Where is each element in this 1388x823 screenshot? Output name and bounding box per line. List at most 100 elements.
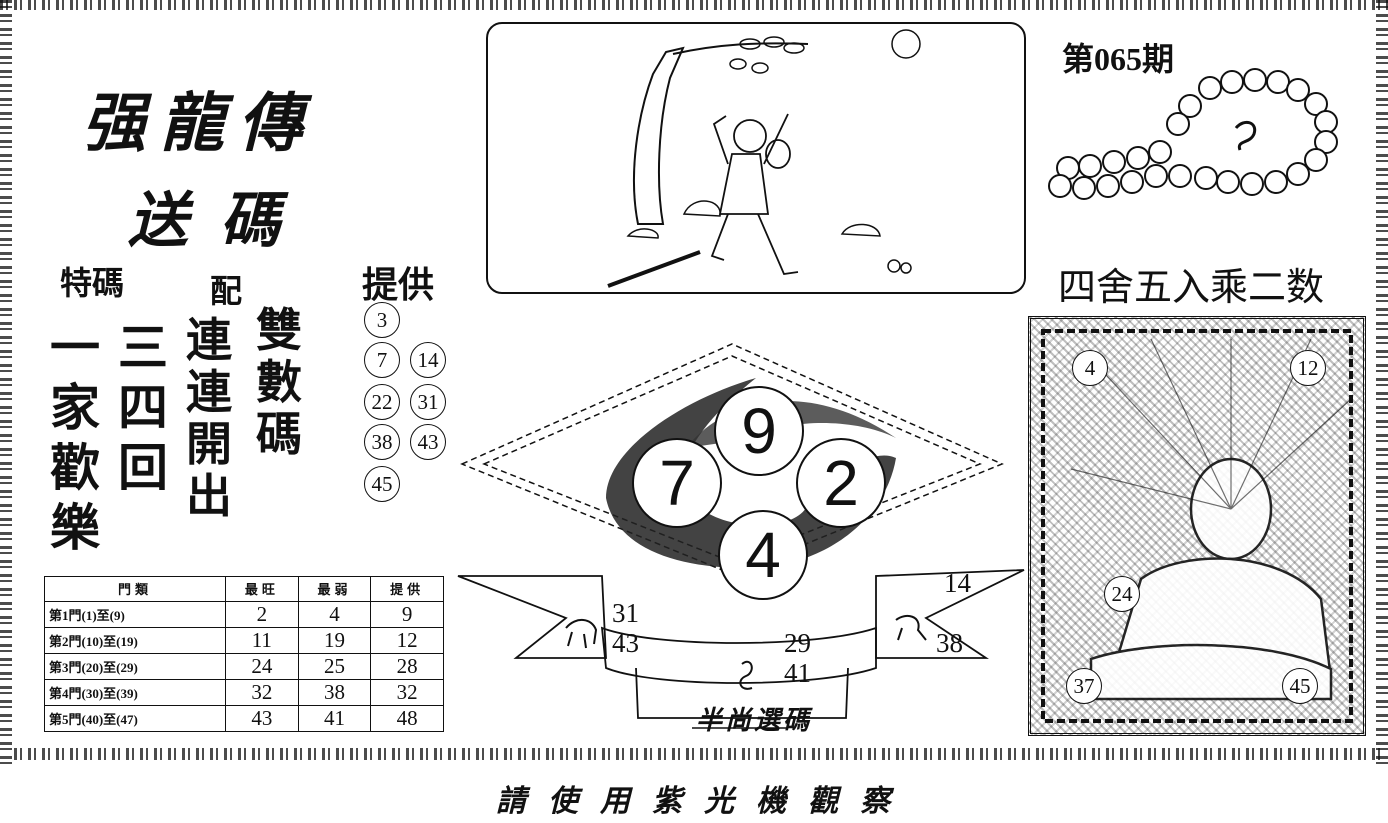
provided-number: 43 xyxy=(410,424,446,460)
buddha-number: 24 xyxy=(1104,576,1140,612)
tema-label: 特碼 xyxy=(60,264,125,302)
table-header: 提供 xyxy=(370,576,444,602)
boy-illustration-frame xyxy=(486,22,1026,294)
buddha-number: 37 xyxy=(1066,668,1102,704)
table-header: 最旺 xyxy=(225,576,299,602)
door-stats-table: 門類 最旺 最弱 提供 第1門(1)至(9) 2 4 9 第2門(10)至(19… xyxy=(44,576,444,732)
hot-value: 11 xyxy=(225,626,299,654)
table-header: 最弱 xyxy=(297,576,372,602)
phrase-column-3: 連 連 開 出 xyxy=(186,314,232,522)
cold-value: 38 xyxy=(297,678,372,706)
table-header: 門類 xyxy=(44,576,226,602)
goat-icon xyxy=(565,619,598,649)
leaf-cluster xyxy=(729,36,805,74)
give-value: 28 xyxy=(370,652,444,680)
phrase-column-2: 三 四 回 xyxy=(118,318,168,498)
snake-icon xyxy=(739,660,753,690)
number-ball: 4 xyxy=(718,510,808,600)
dragon-emblem xyxy=(1234,120,1257,151)
buddha-number: 12 xyxy=(1290,350,1326,386)
phrase-char: 回 xyxy=(118,438,168,497)
phrase-char: 出 xyxy=(186,469,232,523)
cold-value: 25 xyxy=(297,652,372,680)
left-border-pattern xyxy=(0,0,12,765)
number-ball: 2 xyxy=(796,438,886,528)
phrase-char: 連 xyxy=(186,313,232,367)
give-value: 9 xyxy=(370,600,444,628)
bottom-caption: 請使用紫光機觀察 xyxy=(496,784,912,819)
table-row: 第3門(20)至(29) 24 25 28 xyxy=(44,652,444,680)
hot-value: 2 xyxy=(225,600,299,628)
row-label: 第2門(10)至(19) xyxy=(44,626,226,654)
phrase-char: 開 xyxy=(186,417,232,471)
phrase-char: 歡 xyxy=(50,438,100,497)
provided-number: 3 xyxy=(364,302,400,338)
buddha-image-panel xyxy=(1028,316,1366,736)
phrase-char: 一 xyxy=(50,318,100,377)
moon-icon xyxy=(891,29,921,59)
row-label: 第4門(30)至(39) xyxy=(44,678,226,706)
row-label: 第1門(1)至(9) xyxy=(44,600,226,628)
table-row: 第5門(40)至(47) 43 41 48 xyxy=(44,704,444,732)
bottom-border-pattern xyxy=(14,748,1384,760)
bamboo-stick xyxy=(607,250,701,288)
give-value: 48 xyxy=(370,704,444,732)
ribbon-left-number: 43 xyxy=(612,628,639,658)
buddha-number: 45 xyxy=(1282,668,1318,704)
buddha-number: 4 xyxy=(1072,350,1108,386)
hot-value: 43 xyxy=(225,704,299,732)
number-ball: 7 xyxy=(632,438,722,528)
subtitle-calligraphy: 送碼 xyxy=(128,186,312,256)
table-row: 第4門(30)至(39) 32 38 32 xyxy=(44,678,444,706)
provided-number: 14 xyxy=(410,342,446,378)
pei-label: 配 xyxy=(210,272,243,310)
cold-value: 4 xyxy=(297,600,372,628)
phrase-char: 連 xyxy=(186,365,232,419)
provide-label: 提供 xyxy=(362,264,435,306)
provided-number: 7 xyxy=(364,342,400,378)
ground-rocks xyxy=(626,200,912,274)
ribbon-banner xyxy=(457,569,1025,729)
phrase-column-4: 雙 數 碼 xyxy=(256,304,302,460)
buddha-figure xyxy=(1041,329,1353,723)
hot-value: 24 xyxy=(225,652,299,680)
cold-value: 41 xyxy=(297,704,372,732)
phrase-char: 數 xyxy=(256,355,302,409)
issue-number: 第065期 xyxy=(1062,41,1175,77)
title-calligraphy: 强龍傳 xyxy=(82,86,316,161)
provided-number: 45 xyxy=(364,466,400,502)
table-row: 第1門(1)至(9) 2 4 9 xyxy=(44,600,444,628)
phrase-char: 四 xyxy=(118,378,168,437)
ribbon-right-number: 38 xyxy=(936,628,963,658)
cold-value: 19 xyxy=(297,626,372,654)
right-border-pattern xyxy=(1376,0,1388,765)
table-header-row: 門類 最旺 最弱 提供 xyxy=(44,576,444,602)
ribbon-center-number: 29 xyxy=(784,628,811,658)
provided-number: 31 xyxy=(410,384,446,420)
table-row: 第2門(10)至(19) 11 19 12 xyxy=(44,626,444,654)
row-label: 第3門(20)至(29) xyxy=(44,652,226,680)
number-ball: 9 xyxy=(714,386,804,476)
ribbon-left-number: 31 xyxy=(612,598,639,628)
give-value: 12 xyxy=(370,626,444,654)
top-border-pattern xyxy=(0,0,1388,10)
ribbon-right-number: 14 xyxy=(944,568,971,598)
provided-number: 38 xyxy=(364,424,400,460)
give-value: 32 xyxy=(370,678,444,706)
provided-number: 22 xyxy=(364,384,400,420)
prayer-beads-icon xyxy=(1048,68,1338,200)
ribbon-caption: 半尚選碼 xyxy=(696,706,813,736)
boy-with-bird-illustration xyxy=(607,29,921,288)
phrase-char: 家 xyxy=(50,378,100,437)
tree-trunk xyxy=(633,46,685,225)
phrase-column-1: 一 家 歡 樂 xyxy=(50,318,100,558)
row-label: 第5門(40)至(47) xyxy=(44,704,226,732)
boy-figure xyxy=(710,113,799,275)
dog-icon xyxy=(895,614,927,641)
hot-value: 32 xyxy=(225,678,299,706)
phrase-char: 雙 xyxy=(256,303,302,357)
phrase-char: 碼 xyxy=(256,407,302,461)
round-rule-text: 四舍五入乘二数 xyxy=(1058,265,1325,309)
phrase-char: 三 xyxy=(118,318,168,377)
phrase-char: 樂 xyxy=(50,498,100,557)
